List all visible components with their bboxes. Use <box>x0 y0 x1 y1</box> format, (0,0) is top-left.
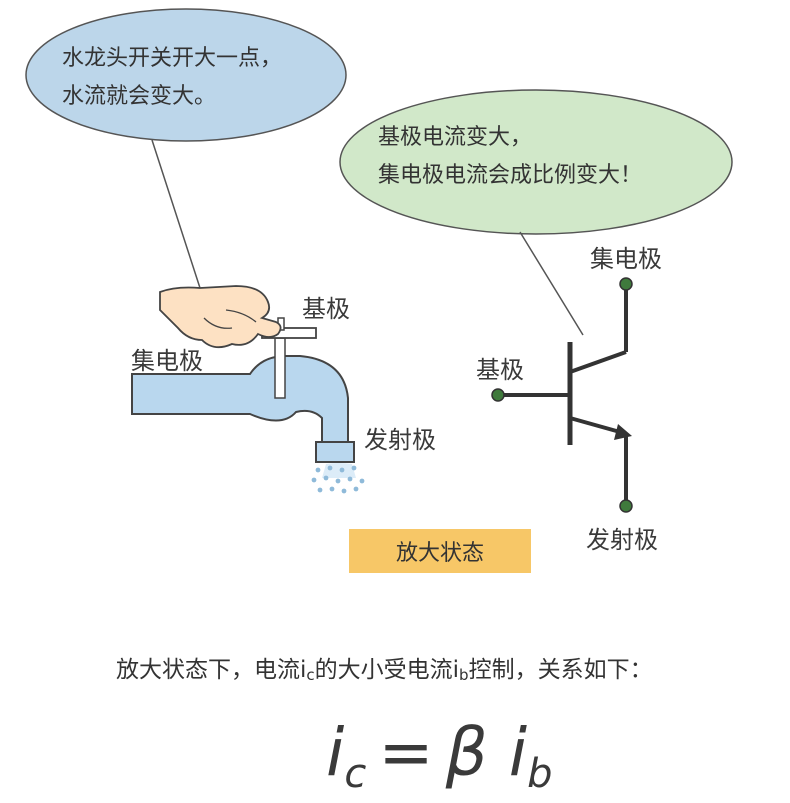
hand-illustration <box>159 285 282 349</box>
bubble-pointer-left <box>151 139 201 289</box>
formula-lhs-sub: c <box>344 751 367 797</box>
caption: 放大状态下，电流ic的大小受电流ib控制，关系如下： <box>116 650 653 684</box>
formula-beta: β <box>445 714 488 791</box>
caption-part2: 的大小受电流i <box>314 657 460 683</box>
formula: ic=β ib <box>326 720 553 797</box>
faucet-emitter-label: 发射极 <box>364 426 436 454</box>
caption-part3: 控制，关系如下： <box>468 657 653 683</box>
emitter-terminal <box>619 499 633 513</box>
faucet-collector-label: 集电极 <box>131 347 203 375</box>
formula-lhs: i <box>326 714 345 791</box>
base-terminal <box>491 388 505 402</box>
speech-bubble-left <box>25 8 347 142</box>
bubble-right-text: 基极电流变大， 集电极电流会成比例变大！ <box>378 119 642 195</box>
amplification-state-badge: 放大状态 <box>349 529 531 573</box>
faucet-pipe <box>131 337 355 463</box>
transistor-base-label: 基极 <box>476 356 524 384</box>
transistor-collector-label: 集电极 <box>590 245 662 273</box>
caption-sub1: c <box>306 666 315 684</box>
formula-equals: = <box>378 714 434 791</box>
bubble-left-line2: 水流就会变大。 <box>62 84 217 109</box>
water-stream <box>322 463 356 478</box>
water-drops <box>311 465 365 494</box>
emitter-arrow <box>614 424 632 440</box>
faucet-base-label: 基极 <box>302 295 350 323</box>
bubble-left-line1: 水龙头开关开大一点， <box>62 46 283 71</box>
speech-bubble-right <box>339 89 733 235</box>
bubble-right-line2: 集电极电流会成比例变大！ <box>378 163 643 188</box>
amplification-state-label: 放大状态 <box>395 541 484 566</box>
caption-sub2: b <box>459 666 469 684</box>
transistor-emitter-label: 发射极 <box>586 526 658 554</box>
transistor-symbol <box>498 284 628 506</box>
bubble-pointer-right <box>519 231 584 336</box>
formula-rhs-sub: b <box>527 751 553 797</box>
formula-rhs: i <box>508 714 528 791</box>
bubble-right-line1: 基极电流变大， <box>378 125 533 150</box>
bubble-left-text: 水龙头开关开大一点， 水流就会变大。 <box>62 40 282 116</box>
collector-terminal <box>619 277 633 291</box>
caption-part1: 放大状态下，电流i <box>116 657 307 683</box>
